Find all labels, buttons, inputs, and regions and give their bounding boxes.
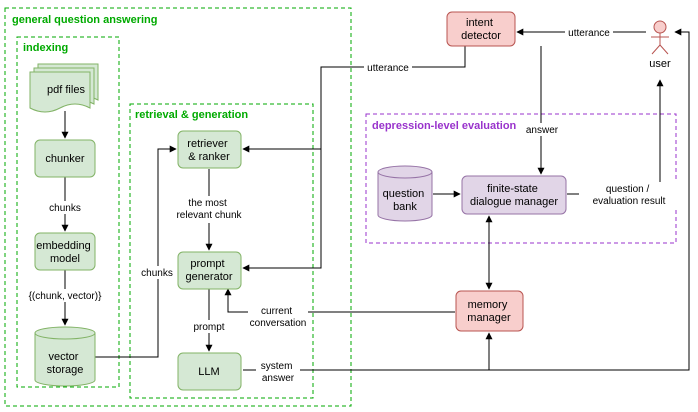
label-chunks-up: chunks [141,268,173,279]
edge-dialogue-to-user [567,79,664,195]
node-retriever-ranker: retriever & ranker [177,130,242,169]
node-intent-line2: detector [461,30,501,42]
label-current-conversation: current conversation [250,306,307,329]
node-chunker-label: chunker [45,153,84,165]
label-utterance-left: utterance [367,63,409,74]
node-vector-line1: vector [48,351,78,363]
edge-intent-to-prompt [242,149,322,272]
node-embedding-line2: model [50,253,80,265]
label-current-line2: conversation [250,318,307,329]
node-dialogue-line2: dialogue manager [470,196,558,208]
label-chunk-vector: {(chunk, vector)} [29,291,102,302]
label-utterance-right: utterance [568,28,610,39]
group-indexing-label: indexing [23,42,68,54]
group-depression-label: depression-level evaluation [372,120,517,132]
group-retrieval-label: retrieval & generation [135,109,248,121]
label-system-line1: system [261,361,293,372]
node-llm: LLM [177,352,242,391]
edge-memory-to-prompt [224,288,455,313]
node-embedding-line1: embedding [36,240,90,252]
label-most-relevant: the most relevant chunk [176,198,242,221]
node-memory-line1: memory [468,299,508,311]
group-general-label: general question answering [12,14,157,26]
node-intent-label: intent detector [461,17,501,42]
node-pdf-files: pdf files [29,63,99,113]
user-icon [651,20,669,55]
node-chunker: chunker [34,139,96,178]
node-prompt-line2: generator [185,271,232,283]
node-retriever-line1: retriever [187,138,228,150]
node-dialogue-manager: finite-state dialogue manager [461,175,567,215]
node-question-bank: question bank [377,165,433,222]
node-bank-line2: bank [393,201,417,213]
edge-intent-to-retriever [242,46,466,153]
label-question-line2: evaluation result [593,196,666,207]
node-memory-label: memory manager [467,299,511,324]
label-prompt: prompt [193,322,224,333]
label-question-result: question / evaluation result [593,184,666,207]
node-bank-line1: question [383,188,425,200]
node-prompt-line1: prompt [190,258,224,270]
label-most-relevant-line1: the most [188,198,227,209]
node-llm-label: LLM [198,366,219,378]
node-vector-line2: storage [47,364,84,376]
node-vector-label: vector storage [47,351,84,376]
group-general-question-answering [4,7,352,407]
node-pdf-files-label: pdf files [47,84,85,96]
label-chunks-down: chunks [49,203,81,214]
label-current-line1: current [261,306,292,317]
node-prompt-generator: prompt generator [177,251,242,290]
node-memory-manager: memory manager [455,290,524,332]
node-user-label: user [649,58,671,70]
group-depression-evaluation [365,113,677,244]
group-indexing [16,36,120,388]
node-retriever-line2: & ranker [188,151,230,163]
label-system-line2: answer [262,373,295,384]
node-intent-detector: intent detector [446,11,516,47]
node-embedding-label: embedding model [36,240,94,265]
node-memory-line2: manager [467,312,511,324]
node-dialogue-label: finite-state dialogue manager [470,183,558,208]
node-bank-label: question bank [383,188,428,213]
edge-vector-to-retriever [95,145,177,358]
edge-llm-to-user [489,28,690,371]
label-system-answer: system answer [261,361,295,384]
label-answer: answer [526,125,559,136]
node-prompt-label: prompt generator [185,258,232,283]
node-retriever-label: retriever & ranker [187,138,230,163]
node-embedding-model: embedding model [34,232,96,271]
node-dialogue-line1: finite-state [487,183,538,195]
label-most-relevant-line2: relevant chunk [176,210,242,221]
node-intent-line1: intent [466,17,493,29]
label-question-line1: question / [606,184,650,195]
node-vector-storage: vector storage [34,326,96,387]
group-retrieval-generation [129,103,314,399]
